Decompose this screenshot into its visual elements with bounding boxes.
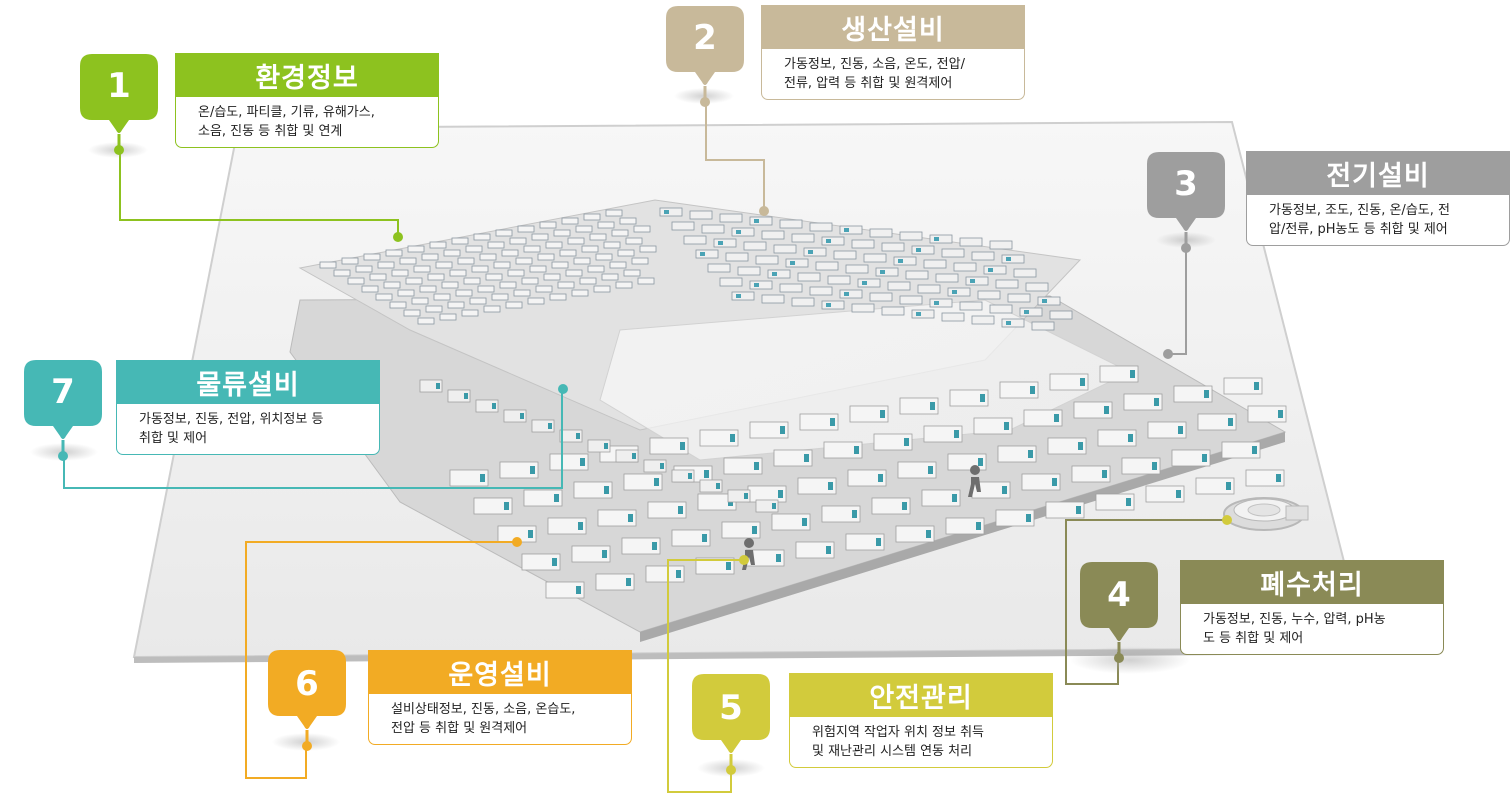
info-panel-safety: 안전관리 위험지역 작업자 위치 정보 취득 및 재난관리 시스템 연동 처리: [789, 673, 1053, 768]
production-equipment-upper: [319, 207, 1073, 331]
worker-figure: [742, 465, 981, 570]
location-pin-icon: [1080, 562, 1158, 663]
panel-description: 설비상태정보, 진동, 소음, 온습도, 전압 등 취합 및 원격제어: [368, 694, 632, 745]
location-pin-icon: [24, 360, 102, 461]
info-panel-production: 생산설비 가동정보, 진동, 소음, 온도, 전압/ 전류, 압력 등 취합 및…: [761, 5, 1025, 100]
panel-title: 생산설비: [761, 5, 1025, 49]
panel-title: 안전관리: [789, 673, 1053, 717]
location-pin-icon: [666, 6, 744, 107]
panel-title: 폐수처리: [1180, 560, 1444, 604]
location-pin-icon: [692, 674, 770, 775]
badge-number: 2: [693, 18, 717, 58]
panel-description: 가동정보, 진동, 전압, 위치정보 등 취합 및 제어: [116, 404, 380, 455]
location-pins: [24, 6, 1225, 775]
panel-description: 가동정보, 조도, 진동, 온/습도, 전 압/전류, pH농도 등 취합 및 …: [1246, 195, 1510, 246]
info-panel-environment: 환경정보 온/습도, 파티클, 기류, 유해가스, 소음, 진동 등 취합 및 …: [175, 53, 439, 148]
badge-number: 3: [1174, 164, 1198, 204]
info-panel-logistics: 물류설비 가동정보, 진동, 전압, 위치정보 등 취합 및 제어: [116, 360, 380, 455]
panel-title: 운영설비: [368, 650, 632, 694]
panel-description: 위험지역 작업자 위치 정보 취득 및 재난관리 시스템 연동 처리: [789, 717, 1053, 768]
panel-title: 물류설비: [116, 360, 380, 404]
panel-description: 가동정보, 진동, 누수, 압력, pH농 도 등 취합 및 제어: [1180, 604, 1444, 655]
info-panel-wastewater: 폐수처리 가동정보, 진동, 누수, 압력, pH농 도 등 취합 및 제어: [1180, 560, 1444, 655]
wastewater-tank: [1223, 497, 1309, 531]
panel-title: 환경정보: [175, 53, 439, 97]
panel-description: 가동정보, 진동, 소음, 온도, 전압/ 전류, 압력 등 취합 및 원격제어: [761, 49, 1025, 100]
location-pin-icon: [80, 54, 158, 155]
panel-title: 전기설비: [1246, 151, 1510, 195]
info-panel-operation: 운영설비 설비상태정보, 진동, 소음, 온습도, 전압 등 취합 및 원격제어: [368, 650, 632, 745]
badge-number: 7: [51, 372, 75, 412]
panel-description: 온/습도, 파티클, 기류, 유해가스, 소음, 진동 등 취합 및 연계: [175, 97, 439, 148]
location-pin-icon: [1147, 152, 1225, 253]
badge-number: 4: [1107, 575, 1131, 615]
badge-number: 1: [107, 66, 131, 106]
badge-number: 5: [719, 688, 743, 728]
production-equipment-lower: [419, 365, 1287, 599]
info-panel-electrical: 전기설비 가동정보, 조도, 진동, 온/습도, 전 압/전류, pH농도 등 …: [1246, 151, 1510, 246]
badge-number: 6: [295, 664, 319, 704]
location-pin-icon: [268, 650, 346, 751]
connector-dots: [393, 206, 1232, 565]
